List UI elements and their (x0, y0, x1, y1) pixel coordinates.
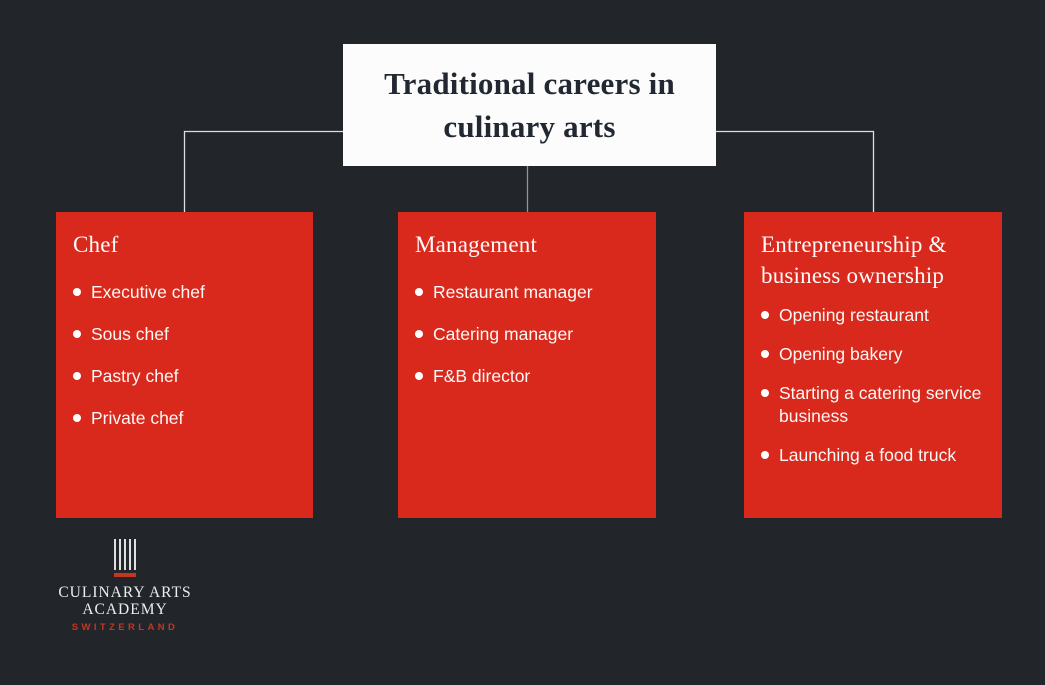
list-item-label: Starting a catering service business (779, 383, 982, 426)
bullet-icon (73, 414, 81, 422)
list-item: Opening restaurant (761, 304, 992, 327)
bullet-icon (415, 288, 423, 296)
bullet-icon (761, 389, 769, 397)
branch-node: Entrepreneurship & business ownership Op… (744, 212, 1002, 518)
bullet-icon (73, 330, 81, 338)
list-item: Catering manager (415, 323, 642, 346)
list-item-label: F&B director (433, 366, 531, 386)
bullet-icon (73, 288, 81, 296)
logo-red-bar (114, 573, 136, 577)
bullet-icon (761, 311, 769, 319)
diagram-title: Traditional careers in culinary arts (384, 66, 675, 144)
list-item: F&B director (415, 365, 642, 388)
logo: CULINARY ARTS ACADEMY SWITZERLAND (54, 539, 196, 633)
logo-text-line3: SWITZERLAND (71, 622, 179, 633)
list-item-label: Catering manager (433, 324, 574, 344)
list-item-label: Executive chef (91, 282, 205, 302)
list-item: Sous chef (73, 323, 299, 346)
bullet-icon (73, 372, 81, 380)
list-item-label: Restaurant manager (433, 282, 593, 302)
list-item-label: Launching a food truck (779, 445, 957, 465)
list-item-label: Pastry chef (91, 366, 179, 386)
bullet-icon (761, 451, 769, 459)
connector-left (183, 130, 343, 212)
bullet-icon (415, 372, 423, 380)
list-item: Restaurant manager (415, 281, 642, 304)
list-item: Pastry chef (73, 365, 299, 388)
list-item: Opening bakery (761, 343, 992, 366)
logo-text-line2: ACADEMY (82, 601, 168, 618)
branch-title: Chef (73, 232, 119, 257)
branch-title: Management (415, 232, 538, 257)
list-item-label: Opening bakery (779, 344, 903, 364)
bullet-icon (415, 330, 423, 338)
list-item-label: Sous chef (91, 324, 169, 344)
logo-text-line1: CULINARY ARTS (58, 584, 192, 601)
branch-title: Entrepreneurship & business ownership (761, 232, 947, 288)
bullet-icon (761, 350, 769, 358)
list-item-label: Opening restaurant (779, 305, 929, 325)
list-item: Private chef (73, 407, 299, 430)
list-item: Launching a food truck (761, 444, 992, 467)
list-item: Executive chef (73, 281, 299, 304)
root-node: Traditional careers in culinary arts (343, 44, 716, 166)
fork-tines-icon (54, 539, 196, 577)
connector-right (716, 130, 875, 212)
list-item: Starting a catering service business (761, 382, 992, 428)
list-item-label: Private chef (91, 408, 184, 428)
